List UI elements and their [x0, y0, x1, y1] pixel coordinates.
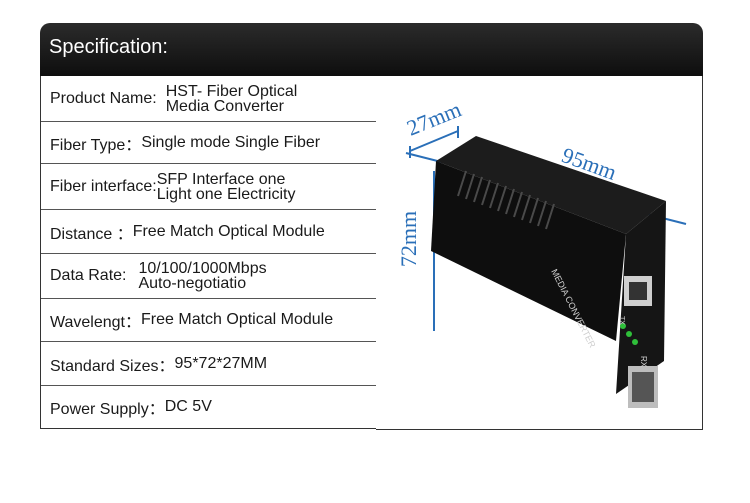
depth-dimension-line: [409, 130, 459, 152]
spec-value-line: HST- Fiber Optical: [165, 82, 298, 100]
spec-row-fiber-type: Fiber Type： Single mode Single Fiber: [41, 122, 376, 164]
spec-row-product-name: Product Name: HST- Fiber Optical Media C…: [41, 76, 376, 122]
specification-card: Specification: Product Name: HST- Fiber …: [40, 23, 703, 430]
spec-label: Power Supply：: [50, 401, 165, 418]
spec-value: Free Match Optical Module: [132, 222, 325, 240]
spec-value: 95*72*27MM: [174, 354, 268, 372]
specification-header: Specification:: [40, 23, 703, 76]
rx-label: RX: [639, 356, 648, 368]
device-side: [431, 161, 626, 341]
led-icon: [620, 323, 626, 329]
spec-value-line: SFP Interface one: [156, 170, 286, 188]
rj45-port-inner: [629, 282, 647, 300]
spec-label: Fiber Type：: [50, 136, 142, 154]
media-converter-illustration: MEDIA CONVERTER RX TX: [405, 126, 687, 408]
spec-row-distance: Distance ： Free Match Optical Module: [41, 210, 376, 254]
spec-label: Fiber interface:: [50, 177, 157, 195]
spec-value-line: 10/100/1000Mbps: [138, 260, 267, 277]
spec-row-power-supply: Power Supply： DC 5V: [41, 386, 376, 428]
sfp-port-inner: [632, 372, 654, 402]
specification-title: Specification:: [49, 36, 168, 58]
spec-row-wavelength: Wavelengt： Free Match Optical Module: [41, 299, 376, 342]
spec-value-line: Light one Electricity: [156, 185, 296, 203]
spec-value: HST- Fiber Optical Media Converter: [165, 82, 298, 115]
spec-label: Wavelengt：: [50, 314, 142, 331]
spec-value: SFP Interface one Light one Electricity: [156, 170, 296, 203]
spec-row-fiber-interface: Fiber interface: SFP Interface one Light…: [41, 164, 376, 210]
led-icon: [632, 339, 638, 345]
spec-value-line: Auto-negotiatio: [138, 275, 247, 292]
spec-value: Single mode Single Fiber: [141, 133, 321, 151]
spec-row-standard-sizes: Standard Sizes： 95*72*27MM: [41, 342, 376, 386]
spec-value: DC 5V: [164, 398, 212, 415]
spec-label: Product Name:: [50, 89, 157, 107]
tx-label: TX: [618, 316, 625, 325]
vent-slots: [457, 170, 555, 230]
spec-table: Product Name: HST- Fiber Optical Media C…: [40, 76, 377, 429]
led-icon: [626, 331, 632, 337]
spec-label: Data Rate:: [50, 267, 127, 284]
spec-value: Free Match Optical Module: [141, 311, 334, 328]
spec-label: Distance ：: [50, 225, 133, 243]
device-top: [436, 136, 666, 234]
spec-value-line: Media Converter: [165, 97, 284, 115]
spec-row-data-rate: Data Rate: 10/100/1000Mbps Auto-negotiat…: [41, 254, 376, 299]
product-photo: MEDIA CONVERTER RX TX 27mm 95mm 72mm: [376, 76, 703, 430]
dimension-height-label: 72mm: [396, 210, 422, 268]
spec-value: 10/100/1000Mbps Auto-negotiatio: [138, 260, 267, 292]
spec-label: Standard Sizes：: [50, 357, 175, 375]
